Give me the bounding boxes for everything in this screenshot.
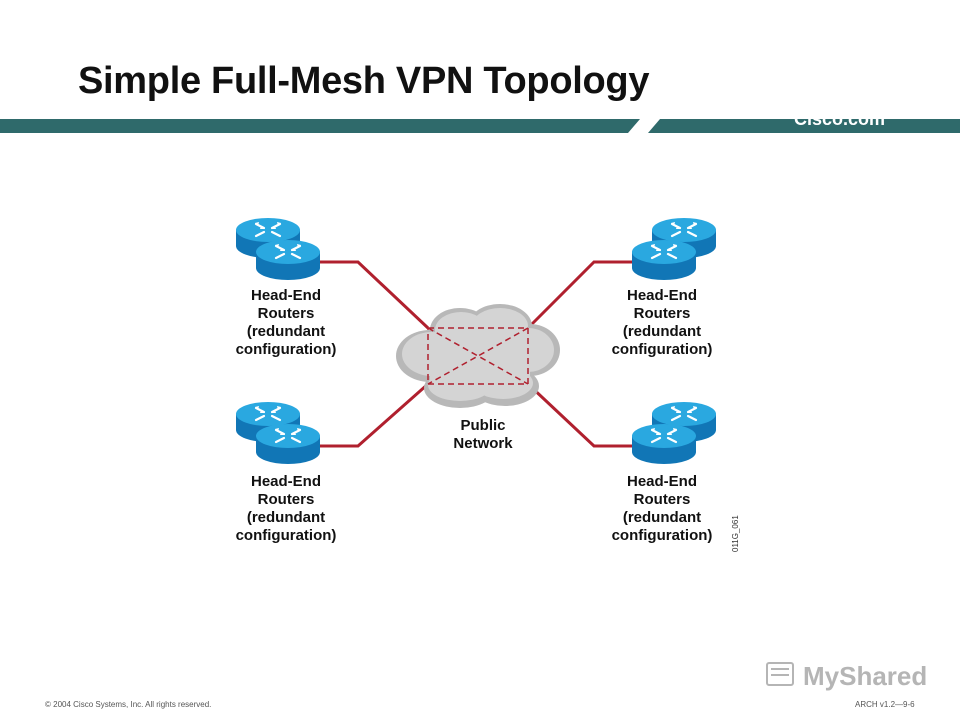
router-label-br-2: Routers [634,491,691,508]
cisco-brand-label: Cisco.com [794,109,886,129]
router-label-bl-4: configuration) [236,527,337,544]
figure-id: 011G_061 [731,515,740,552]
router-group-bottom-left [234,400,322,466]
header-bar [0,119,960,133]
router-group-bottom-right [630,400,718,466]
router-label-bl-2: Routers [258,491,315,508]
router-group-top-right [630,216,718,282]
router-label-tl-3: (redundant [247,323,325,340]
router-label-tr-2: Routers [634,305,691,322]
public-network-cloud [396,304,560,408]
cloud-label-line-1: Public [460,417,505,434]
slide-title: Simple Full-Mesh VPN Topology [78,60,650,102]
router-label-tl-1: Head-End [251,287,321,304]
router-label-br-1: Head-End [627,473,697,490]
router-group-top-left [234,216,322,282]
router-label-bl-1: Head-End [251,473,321,490]
router-label-tr-4: configuration) [612,341,713,358]
watermark-text: MyShared [803,661,927,691]
router-label-bl-3: (redundant [247,509,325,526]
router-label-tl-2: Routers [258,305,315,322]
router-label-tl-4: configuration) [236,341,337,358]
copyright-footer: © 2004 Cisco Systems, Inc. All rights re… [45,700,212,709]
router-label-br-4: configuration) [612,527,713,544]
router-label-tr-3: (redundant [623,323,701,340]
myshared-watermark: MyShared [765,655,935,695]
router-label-tr-1: Head-End [627,287,697,304]
cloud-label-line-2: Network [453,435,513,452]
network-links [320,260,632,448]
router-label-br-3: (redundant [623,509,701,526]
course-code-footer: ARCH v1.2—9-6 [855,700,915,709]
